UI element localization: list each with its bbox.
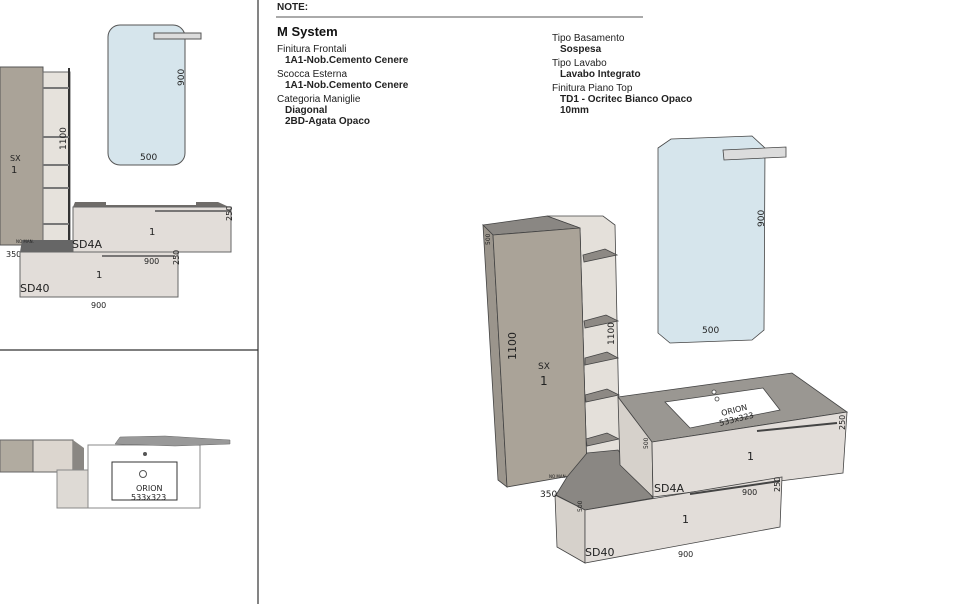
iso-mirror-height-label: 900: [757, 210, 767, 227]
note-label: NOTE:: [277, 2, 309, 13]
iso-column-height-label: 1100: [506, 332, 519, 360]
iso-column-side-label: SX: [538, 362, 550, 372]
iso-lower-depth-label: 500: [577, 500, 584, 512]
depth-label: 350: [6, 250, 21, 259]
spec-value: Sospesa: [560, 44, 602, 55]
iso-lower-code-label: SD40: [585, 546, 614, 559]
sink-size-label: 533x323: [131, 493, 166, 502]
base-top: [20, 240, 73, 252]
spec-value: 10mm: [560, 105, 589, 116]
upper-height-label: 250: [225, 206, 234, 221]
upper-width-label: 900: [144, 257, 159, 266]
spec-label: Finitura Frontali: [277, 44, 347, 55]
spec-value: Lavabo Integrato: [560, 69, 641, 80]
upper-qty-label: 1: [149, 227, 155, 238]
iso-shelf-height-label: 1100: [607, 322, 617, 345]
lower-qty-label: 1: [96, 270, 102, 281]
iso-lower-height-label: 250: [773, 477, 782, 492]
mirror-height-label: 900: [177, 69, 187, 86]
iso-lower-drawer: [584, 476, 783, 564]
iso-depth-label: 350: [540, 490, 557, 500]
spec-value: 1A1-Nob.Cemento Cenere: [285, 55, 409, 66]
iso-upper-handle: [756, 422, 838, 432]
spec-label: Tipo Lavabo: [552, 58, 607, 69]
iso-column-qty-label: 1: [540, 374, 548, 388]
iso-column-depth-label: 500: [485, 233, 492, 245]
column-side-label: SX: [10, 154, 21, 163]
iso-mirror-width-label: 500: [702, 326, 719, 336]
iso-upper-drawer: [651, 411, 848, 498]
iso-lower-qty-label: 1: [682, 513, 689, 526]
spec-label: Scocca Esterna: [277, 69, 348, 80]
spec-value: Diagonal: [285, 105, 328, 116]
iso-shelves: [582, 248, 621, 447]
iso-mirror: [657, 135, 766, 344]
lower-width-label: 900: [91, 301, 106, 310]
iso-mirror-light: [722, 146, 787, 161]
front-view: 1100 SX 1 900 500 1 250 NO MAN. SD4A 350…: [0, 24, 234, 310]
tap-hole-icon: [143, 452, 147, 456]
lower-height-label: 250: [172, 250, 181, 265]
lower-code-label: SD40: [20, 282, 49, 295]
column-door: [0, 66, 44, 246]
plan-view: ORION 533x323: [0, 435, 231, 509]
iso-upper-depth-label: 500: [643, 437, 650, 449]
upper-code-label: SD4A: [72, 238, 102, 251]
drain-icon: [139, 470, 147, 478]
no-handle-label: NO MAN.: [16, 239, 34, 244]
iso-upper-qty-label: 1: [747, 450, 754, 463]
mirror-width-label: 500: [140, 153, 157, 163]
sink-model-label: ORION: [136, 484, 163, 493]
column-qty-label: 1: [11, 165, 17, 176]
lower-drawer: [19, 251, 179, 298]
iso-upper-height-label: 250: [838, 415, 847, 430]
iso-lower-width-label: 900: [678, 550, 693, 559]
iso-upper-code-label: SD4A: [654, 482, 684, 495]
iso-sink: [664, 387, 781, 429]
iso-view: [482, 135, 849, 564]
spec-label: Tipo Basamento: [552, 33, 625, 44]
mirror-light: [153, 32, 202, 40]
iso-no-handle-label: NO MAN.: [549, 474, 567, 479]
lower-plan: [56, 469, 91, 509]
sink-basin: [111, 461, 178, 501]
open-shelf-unit: [42, 71, 71, 243]
spec-value: 2BD-Agata Opaco: [285, 116, 371, 127]
iso-lower-handle: [689, 480, 781, 495]
column-height-label: 1100: [59, 127, 69, 150]
spec-value: 1A1-Nob.Cemento Cenere: [285, 80, 409, 91]
shelves: [43, 87, 69, 225]
spec-value: TD1 - Ocritec Bianco Opaco: [560, 94, 693, 105]
mirror: [107, 24, 186, 166]
iso-upper-width-label: 900: [742, 488, 757, 497]
spec-label: Categoria Maniglie: [277, 94, 361, 105]
top-profile: [114, 435, 231, 447]
composition-title: M System: [277, 24, 338, 39]
spec-label: Finitura Piano Top: [552, 83, 633, 94]
upper-drawer: [72, 206, 232, 253]
